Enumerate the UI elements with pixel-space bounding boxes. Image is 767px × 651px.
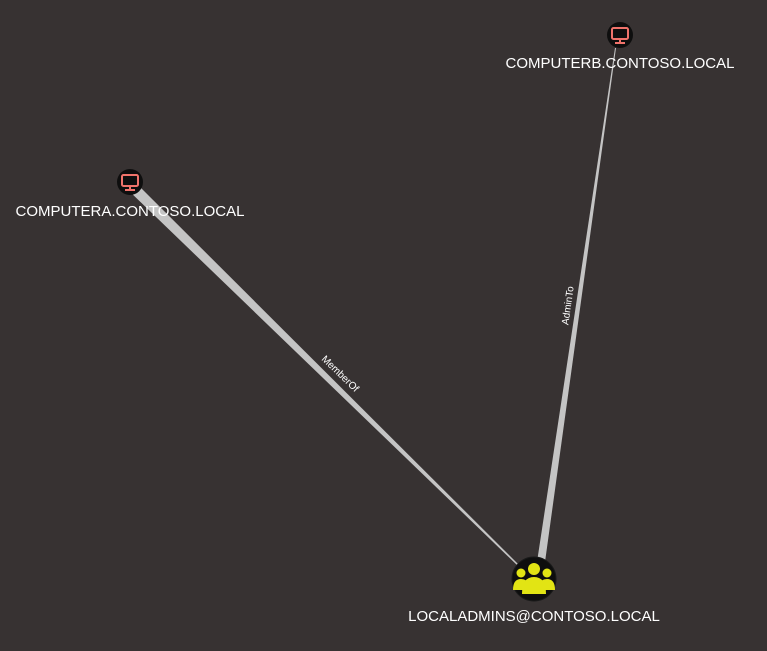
desktop-icon [121,174,139,191]
edge-adminto-line[interactable] [537,48,616,562]
node-computera-circle[interactable] [117,169,143,195]
node-localadmins-label: LOCALADMINS@CONTOSO.LOCAL [408,608,660,625]
users-group-icon [513,563,555,594]
edge-adminto-label: AdminTo [560,285,576,325]
edge-memberof[interactable]: MemberOf [127,181,519,566]
node-localadmins[interactable]: LOCALADMINS@CONTOSO.LOCAL [408,556,660,625]
node-computerb-circle[interactable] [607,22,633,48]
node-computerb[interactable]: COMPUTERB.CONTOSO.LOCAL [506,22,735,72]
edge-adminto[interactable]: AdminTo [537,48,616,562]
edge-memberof-line[interactable] [127,181,519,566]
node-computera-label: COMPUTERA.CONTOSO.LOCAL [16,203,245,220]
node-computera[interactable]: COMPUTERA.CONTOSO.LOCAL [16,169,245,220]
node-computerb-label: COMPUTERB.CONTOSO.LOCAL [506,55,735,72]
desktop-icon [611,27,629,44]
